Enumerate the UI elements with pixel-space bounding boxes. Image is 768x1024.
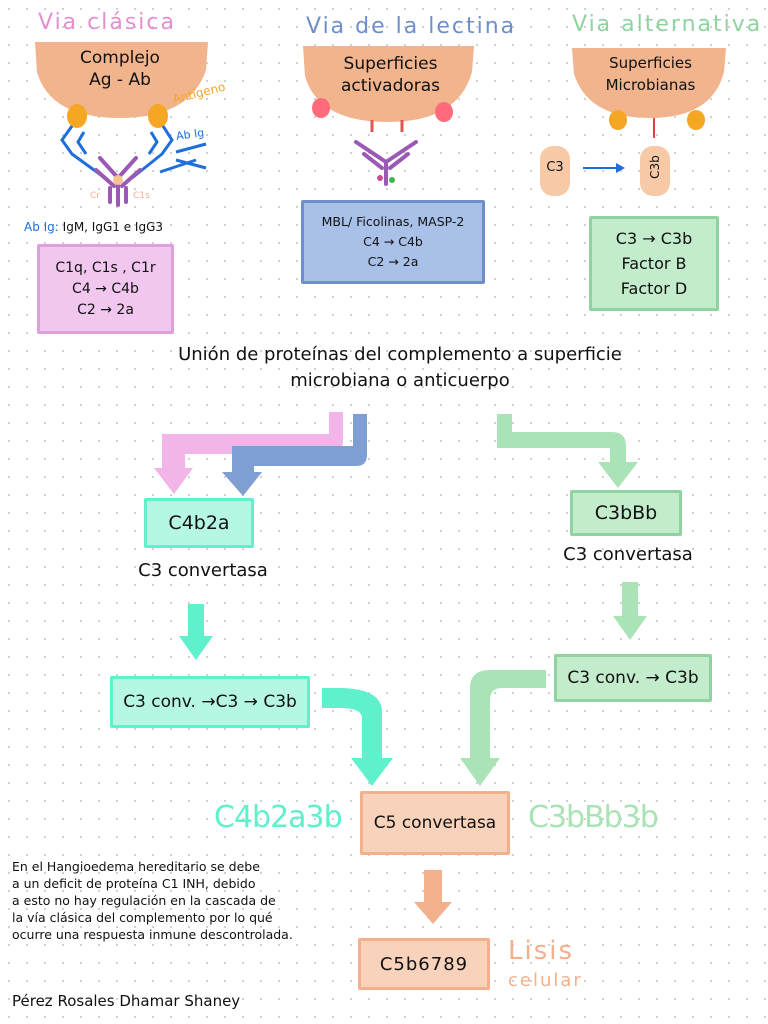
note-line-1: En el Hangioedema hereditario se debe bbox=[12, 859, 260, 874]
green-down-arrow-2 bbox=[613, 582, 647, 640]
lectin-surface-line-2: activadoras bbox=[340, 76, 441, 96]
masp-dot-2 bbox=[389, 177, 395, 183]
alternative-surface-blob bbox=[572, 48, 726, 118]
c3b-pill-shape bbox=[640, 146, 670, 196]
cr-label: Cr bbox=[90, 191, 100, 201]
classical-box-line-1: C1q, C1s , C1r bbox=[55, 259, 156, 276]
ab-ig-note: Ab Ig: IgM, IgG1 e IgG3 bbox=[24, 220, 163, 234]
note-line-2: a un deficit de proteína C1 INH, debido bbox=[12, 876, 256, 891]
antigen-left-shape bbox=[67, 104, 87, 128]
lectin-surface-line-1: Superficies bbox=[343, 54, 438, 74]
classical-box: C1q, C1s , C1r C4 → C4b C2 → 2a bbox=[37, 244, 174, 334]
alt-orange-right-shape bbox=[687, 110, 705, 130]
lectin-box-line-2: C4 → C4b bbox=[363, 234, 423, 249]
lectin-red-left-shape bbox=[312, 98, 330, 118]
classical-title: Via clásica bbox=[38, 10, 176, 35]
alternative-box-line-1: C3 → C3b bbox=[615, 229, 693, 248]
lectin-surface-blob bbox=[303, 46, 474, 122]
right-c3-convertasa-label: C3 convertasa bbox=[563, 544, 693, 565]
mbl-shape bbox=[354, 140, 418, 186]
lectin-box-line-1: MBL/ Ficolinas, MASP-2 bbox=[321, 214, 465, 229]
peach-down-arrow bbox=[414, 870, 452, 924]
teal-to-c5-arrow bbox=[322, 688, 393, 786]
union-line-2: microbiana o anticuerpo bbox=[290, 370, 510, 391]
left-c3-convertasa-label: C3 convertasa bbox=[138, 560, 268, 581]
c4b2a3b-label: C4b2a3b bbox=[214, 800, 343, 835]
c1-center-shape bbox=[113, 175, 123, 185]
lysis-line-2: celular bbox=[508, 970, 583, 991]
c1s-label: C1s bbox=[133, 191, 150, 201]
c5b6789-box: C5b6789 bbox=[358, 938, 490, 990]
alternative-box-line-2: Factor B bbox=[621, 254, 687, 273]
lectin-box-line-3: C2 → 2a bbox=[367, 254, 419, 269]
alt-orange-left-shape bbox=[609, 110, 627, 130]
ab-ig-note-text: IgM, IgG1 e IgG3 bbox=[62, 220, 164, 234]
c3b-pill-label: C3b bbox=[648, 155, 662, 179]
c4b2a-box: C4b2a bbox=[144, 498, 254, 548]
alternative-surface-text: Superficies Microbianas bbox=[578, 52, 723, 96]
teal-down-arrow-1 bbox=[179, 604, 213, 660]
alternative-title: Via alternativa bbox=[572, 12, 763, 37]
classical-box-line-2: C4 → C4b bbox=[72, 280, 139, 297]
mbl-top-shape bbox=[370, 120, 404, 132]
masp-dot-1 bbox=[377, 175, 383, 181]
ab-ig-note-prefix: Ab Ig: bbox=[24, 220, 59, 234]
lectin-title: Via de la lectina bbox=[306, 14, 517, 39]
alternative-box-line-3: Factor D bbox=[620, 279, 688, 298]
right-step-box: C3 conv. → C3b bbox=[554, 654, 712, 702]
author-signature: Pérez Rosales Dhamar Shaney bbox=[12, 992, 241, 1010]
lectin-red-right-shape bbox=[435, 102, 453, 122]
antigen-right-shape bbox=[148, 104, 168, 128]
ab-ig-shape bbox=[60, 125, 207, 180]
c5-convertasa-box: C5 convertasa bbox=[360, 791, 510, 855]
lysis-line-1: Lisis bbox=[508, 936, 575, 966]
classical-box-line-3: C2 → 2a bbox=[77, 301, 134, 318]
alternative-surface-line-1: Superficies bbox=[609, 54, 692, 72]
union-text: Unión de proteínas del complemento a sup… bbox=[150, 342, 650, 394]
blue-flow-arrow bbox=[222, 414, 367, 496]
c3bbb3b-label: C3bBb3b bbox=[528, 800, 659, 835]
c3-to-c3b-arrowhead bbox=[616, 163, 625, 173]
c3-pill-shape bbox=[540, 146, 570, 196]
note-line-4: la vía clásica del complemento por lo qu… bbox=[12, 910, 273, 925]
green-flow-arrow bbox=[497, 414, 638, 488]
union-line-1: Unión de proteínas del complemento a sup… bbox=[178, 344, 622, 365]
note-line-3: a esto no hay regulación en la cascada d… bbox=[12, 893, 276, 908]
classical-surface-line-2: Ag - Ab bbox=[89, 70, 151, 90]
classical-surface-line-1: Complejo bbox=[80, 48, 160, 68]
note-line-5: ocurre una respuesta inmune descontrolad… bbox=[12, 927, 293, 942]
lysis-label: Lisis celular bbox=[508, 936, 583, 996]
classical-surface-text: Complejo Ag - Ab bbox=[45, 47, 195, 91]
c1-complex-shape bbox=[94, 156, 142, 207]
alternative-surface-line-2: Microbianas bbox=[605, 76, 696, 94]
left-step-box: C3 conv. →C3 → C3b bbox=[110, 676, 310, 728]
c3-pill-label: C3 bbox=[546, 160, 564, 175]
alternative-box: C3 → C3b Factor B Factor D bbox=[589, 216, 719, 311]
hereditary-angioedema-note: En el Hangioedema hereditario se debe a … bbox=[12, 858, 332, 943]
lectin-surface-text: Superficies activadoras bbox=[318, 53, 463, 97]
c3bbb-box: C3bBb bbox=[570, 490, 682, 536]
green-to-c5-arrow bbox=[460, 670, 546, 786]
lectin-box: MBL/ Ficolinas, MASP-2 C4 → C4b C2 → 2a bbox=[301, 200, 485, 284]
classical-surface-blob bbox=[35, 42, 208, 118]
